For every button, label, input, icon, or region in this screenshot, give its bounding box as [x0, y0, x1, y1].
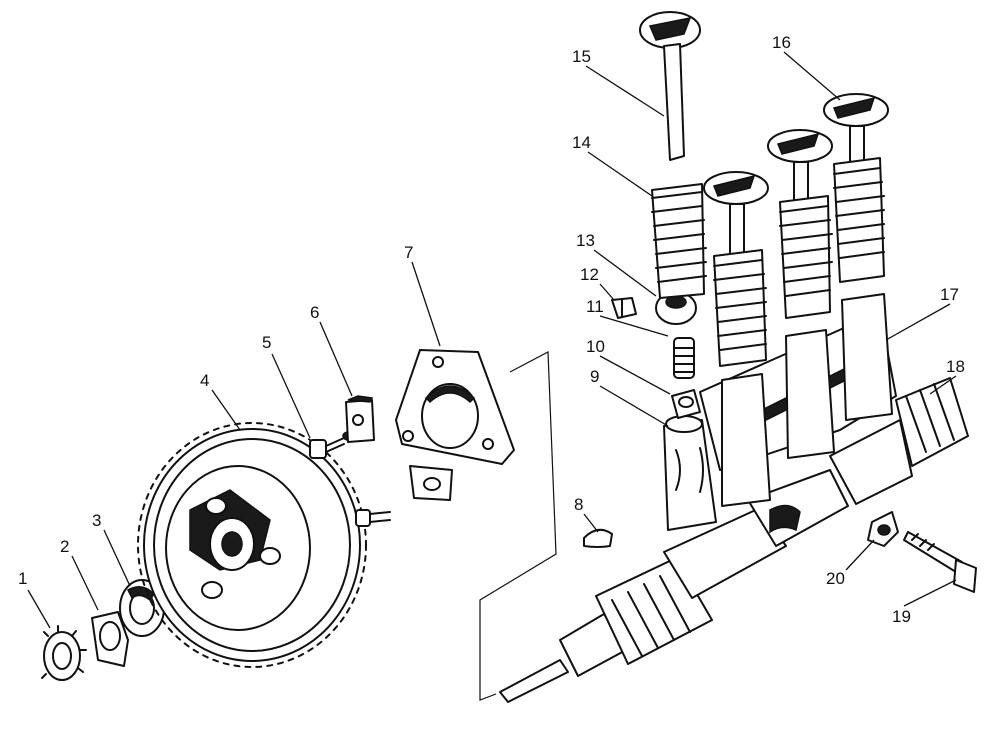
part-8-woodruff-key	[583, 528, 613, 548]
part-3-thrust-washer	[119, 579, 165, 637]
label-18: 18	[946, 357, 965, 376]
label-9: 9	[590, 367, 599, 386]
leader-lines	[27, 51, 957, 629]
label-20: 20	[826, 569, 845, 588]
installed-valve-3	[823, 93, 893, 421]
part-15-valve	[639, 11, 701, 161]
label-19: 19	[892, 607, 911, 626]
label-6: 6	[310, 303, 319, 322]
label-16: 16	[772, 33, 791, 52]
part-7-thrust-flange	[395, 349, 515, 465]
label-1: 1	[18, 569, 27, 588]
installed-valve-2	[767, 129, 835, 459]
label-10: 10	[586, 337, 605, 356]
part-labels: 1 2 3 4 5 6 7 8 9 10 11 12 13 14 15 16 1…	[18, 33, 965, 626]
label-14: 14	[572, 133, 591, 152]
label-4: 4	[200, 371, 209, 390]
flange-bolt	[355, 509, 391, 527]
label-3: 3	[92, 511, 101, 530]
label-2: 2	[60, 537, 69, 556]
camshaft	[499, 377, 969, 703]
label-8: 8	[574, 495, 583, 514]
part-19-bolt	[903, 531, 977, 593]
part-4-camshaft-gear	[137, 422, 367, 668]
assembly-guide-lines	[479, 351, 557, 701]
part-14-valve-spring	[651, 183, 707, 299]
label-12: 12	[580, 265, 599, 284]
part-5-bolt	[309, 431, 354, 459]
label-5: 5	[262, 333, 271, 352]
part-20-washer	[867, 511, 899, 547]
label-15: 15	[572, 47, 591, 66]
label-13: 13	[576, 231, 595, 250]
flange-lock-plate	[409, 465, 453, 501]
part-1-nut	[41, 625, 87, 681]
part-6-lock-plate	[345, 395, 375, 443]
label-7: 7	[404, 243, 413, 262]
installed-valve-1	[703, 171, 771, 507]
part-2-lock-washer	[91, 611, 129, 667]
label-11: 11	[586, 297, 604, 316]
part-12-valve-collet	[611, 297, 637, 319]
part-11-adjusting-screw	[673, 337, 695, 379]
part-9-tappet	[663, 415, 717, 531]
part-10-adjusting-nut	[671, 389, 701, 419]
label-17: 17	[940, 285, 959, 304]
